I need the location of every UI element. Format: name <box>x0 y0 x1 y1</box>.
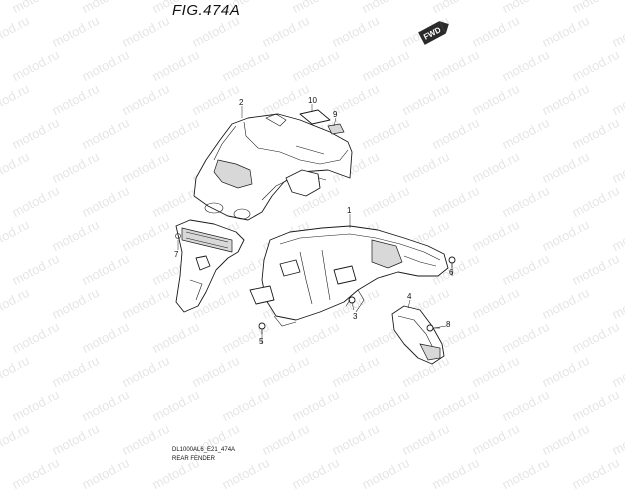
callout-3: 3 <box>353 312 358 321</box>
part-4-side-cover <box>391 305 445 365</box>
callout-8: 8 <box>446 320 451 329</box>
part-9-cushion <box>327 123 345 135</box>
callout-9: 9 <box>333 110 338 119</box>
figure-title: FIG.474A <box>172 2 241 19</box>
callout-4: 4 <box>407 292 412 301</box>
part-1-rear-fender-body <box>249 225 449 327</box>
leader-lines <box>177 104 453 344</box>
callout-2: 2 <box>239 98 244 107</box>
callout-10: 10 <box>308 96 317 105</box>
callout-1: 1 <box>347 206 352 215</box>
callout-5: 5 <box>259 337 264 346</box>
callout-6: 6 <box>449 268 454 277</box>
figure-name: REAR FENDER <box>172 456 216 462</box>
callout-7: 7 <box>174 250 179 259</box>
rear-fender-exploded-view <box>175 104 456 365</box>
part-2-rear-cowl <box>193 113 353 221</box>
figure-code: DL1000AL6_E21_474A <box>172 447 236 453</box>
part-7-license-bracket <box>175 219 245 313</box>
